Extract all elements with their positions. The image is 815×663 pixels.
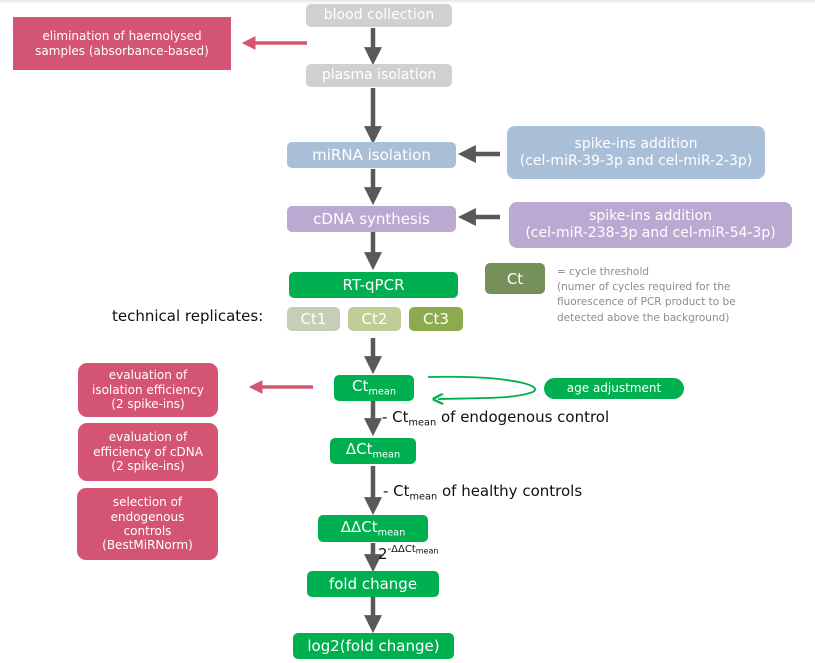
ddelta-ct-mean-label: ΔΔCtmean (340, 517, 406, 539)
isolation-efficiency-line-1: evaluation of (108, 368, 188, 383)
haemolysis-line-2: samples (absorbance-based) (35, 43, 209, 58)
blood-collection-label: blood collection (323, 7, 435, 24)
isolation-efficiency-line-2: isolation efficiency (91, 382, 205, 397)
spike-ins-2-detail: (cel-miR-238-3p and cel-miR-54-3p) (525, 225, 776, 241)
delta-ct-mean-label: ΔCtmean (345, 440, 401, 461)
cdna-efficiency-line-3: (2 spike-ins) (111, 459, 185, 474)
ct-legend-line-4: detected above the background) (557, 311, 730, 324)
cdna-efficiency-box: evaluation of efficiency of cDNA (2 spik… (78, 423, 218, 481)
ct-legend-line-3: fluorescence of PCR product to be (557, 296, 736, 309)
exponent-annotation: 2-ΔΔCtmean (378, 544, 439, 563)
ct-legend-line-1: = cycle threshold (557, 266, 650, 278)
top-shadow (0, 0, 815, 4)
isolation-efficiency-line-3: (2 spike-ins) (111, 397, 185, 412)
replicate-ct1-label: Ct1 (300, 310, 327, 328)
plasma-isolation-label: plasma isolation (321, 67, 437, 84)
ct-legend-description: = cycle threshold (numer of cycles requi… (557, 265, 736, 326)
age-adjustment-label: age adjustment (566, 381, 662, 396)
healthy-controls-annotation: - Ctmean of healthy controls (383, 482, 583, 503)
cdna-efficiency-line-2: efficiency of cDNA (93, 444, 203, 459)
spike-ins-1-title: spike-ins addition (574, 135, 698, 152)
ct-legend-symbol-label: Ct (506, 269, 524, 288)
plasma-isolation-box: plasma isolation (306, 64, 452, 87)
delta-ct-mean-box: ΔCtmean (330, 438, 416, 464)
arrow-age-adjustment-loop (427, 375, 536, 399)
ct-mean-label: Ctmean (351, 377, 396, 398)
rtqpcr-label: RT-qPCR (342, 276, 405, 294)
endogenous-controls-line-4: (BestMiRNorm) (102, 538, 193, 553)
replicate-ct2: Ct2 (348, 307, 401, 331)
cdna-synthesis-box: cDNA synthesis (287, 206, 456, 232)
spike-ins-1-detail: (cel-miR-39-3p and cel-miR-2-3p) (519, 152, 753, 169)
endogenous-controls-line-3: controls (123, 524, 172, 538)
ct-mean-box: Ctmean (334, 375, 414, 401)
haemolysis-line-1: elimination of haemolysed (42, 29, 202, 44)
technical-replicates-label: technical replicates: (112, 307, 264, 325)
mirna-isolation-box: miRNA isolation (287, 142, 456, 168)
replicate-ct3-label: Ct3 (423, 310, 449, 328)
age-adjustment-box: age adjustment (544, 378, 684, 399)
haemolysis-elimination-box: elimination of haemolysed samples (absor… (13, 17, 231, 70)
endogenous-controls-line-1: selection of (112, 495, 183, 510)
endogenous-controls-line-2: endogenous (110, 509, 185, 524)
cdna-synthesis-label: cDNA synthesis (313, 210, 430, 228)
ct-legend-symbol: Ct (485, 263, 545, 294)
fold-change-label: fold change (328, 575, 418, 593)
endogenous-control-annotation: - Ctmean of endogenous control (382, 408, 610, 429)
replicate-ct2-label: Ct2 (361, 310, 388, 328)
spike-ins-2-title: spike-ins addition (589, 208, 712, 225)
cdna-efficiency-line-1: evaluation of (108, 430, 188, 445)
spike-ins-addition-1-box: spike-ins addition (cel-miR-39-3p and ce… (507, 126, 765, 179)
ct-legend-line-2: (numer of cycles required for the (557, 281, 731, 294)
blood-collection-box: blood collection (306, 4, 452, 27)
log2-fold-change-label: log2(fold change) (307, 637, 440, 655)
mirna-isolation-label: miRNA isolation (312, 146, 431, 164)
log2-fold-change-box: log2(fold change) (293, 633, 454, 659)
replicate-ct1: Ct1 (287, 307, 340, 331)
rtqpcr-box: RT-qPCR (289, 272, 458, 298)
spike-ins-addition-2-box: spike-ins addition (cel-miR-238-3p and c… (509, 202, 792, 248)
isolation-efficiency-box: evaluation of isolation efficiency (2 sp… (78, 363, 218, 417)
ddelta-ct-mean-box: ΔΔCtmean (318, 515, 428, 542)
replicate-ct3: Ct3 (409, 307, 463, 331)
endogenous-controls-box: selection of endogenous controls (BestMi… (77, 488, 218, 560)
fold-change-box: fold change (307, 571, 439, 597)
